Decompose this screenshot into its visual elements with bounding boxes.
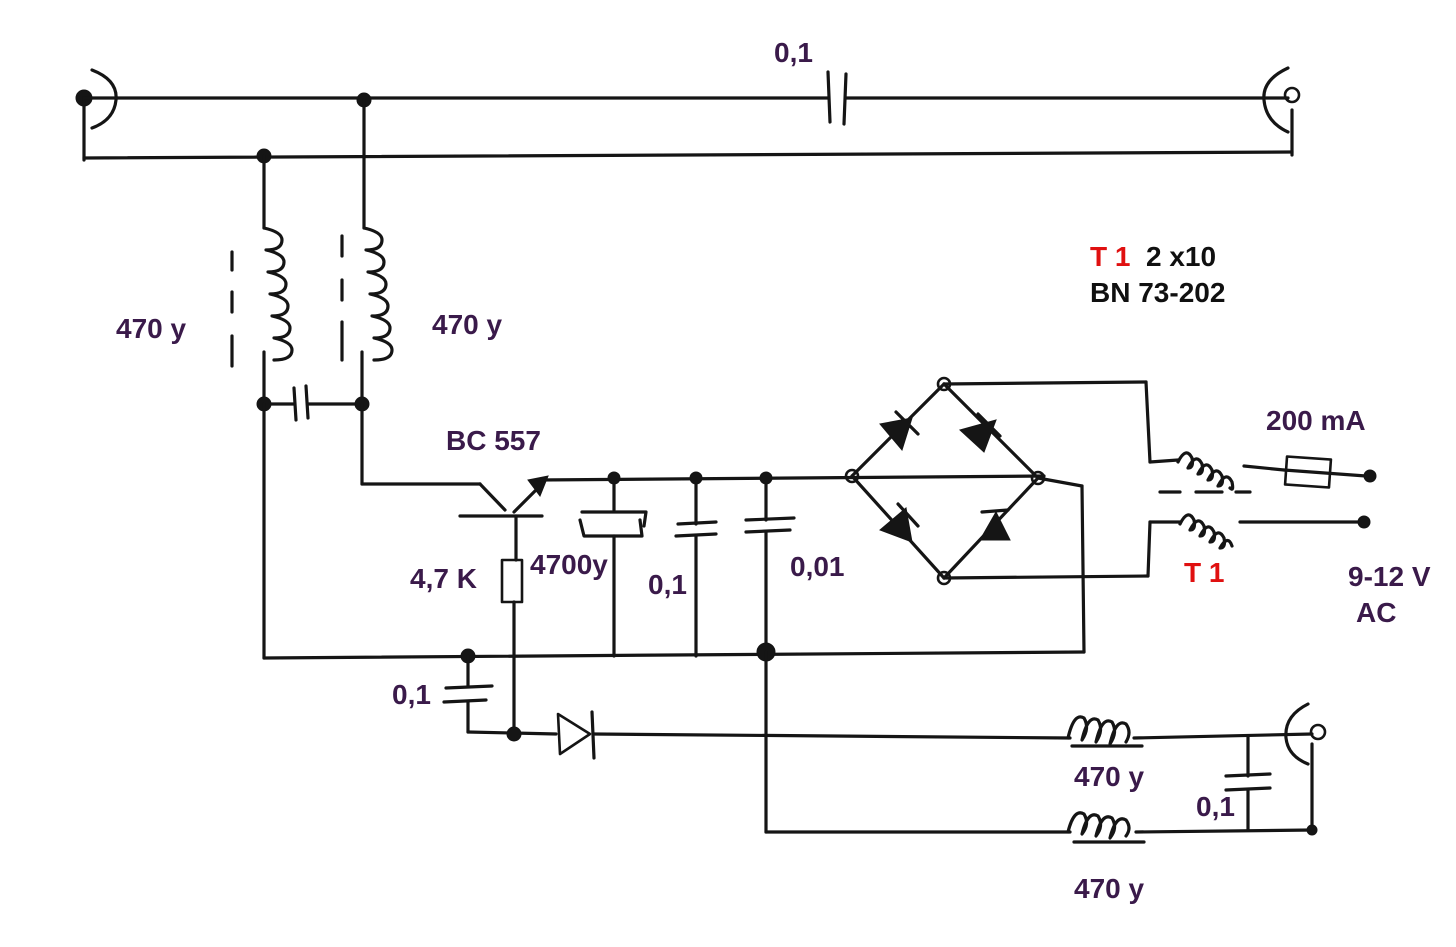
bridge-transformer-wires	[942, 380, 1152, 654]
label-cap-mid1: 0,1	[648, 569, 687, 600]
label-choke-right: 470 y	[432, 309, 502, 340]
capacitor-output-icon	[1224, 734, 1272, 832]
ground-rail-bottom	[262, 650, 1086, 660]
fuse-icon	[1282, 455, 1368, 489]
bridge-rectifier-icon	[844, 376, 1046, 586]
choke-output-bottom-icon	[764, 650, 1314, 844]
ac-input-terminal	[1363, 469, 1377, 483]
input-connector-icon	[75, 68, 118, 162]
output-connector-bottom-icon	[1284, 702, 1327, 836]
choke-left-icon	[230, 154, 294, 406]
output-connector-icon	[1262, 66, 1301, 157]
capacitor-bottom-left-icon	[442, 654, 558, 736]
junction-dot	[689, 471, 703, 485]
capacitor-mid1-icon	[674, 476, 718, 658]
label-ac: AC	[1356, 597, 1396, 628]
capacitor-mid2-icon	[744, 476, 796, 654]
label-cap-bottom-left: 0,1	[392, 679, 431, 710]
label-choke-left: 470 y	[116, 313, 186, 344]
choke-output-top-icon	[1066, 715, 1314, 748]
diode-icon	[556, 710, 1072, 760]
label-voltage: 9-12 V	[1348, 561, 1431, 592]
label-t1-title: T 1	[1090, 241, 1130, 272]
label-cap-out: 0,1	[1196, 791, 1235, 822]
label-cap-top: 0,1	[774, 37, 813, 68]
ac-input-terminal	[1357, 515, 1371, 529]
label-transistor: BC 557	[446, 425, 541, 456]
transformer-icon	[1148, 451, 1364, 550]
transistor-icon	[458, 474, 1046, 562]
label-cap-mid2: 0,01	[790, 551, 845, 582]
junction-dot	[607, 471, 621, 485]
capacitor-top-icon	[826, 70, 848, 126]
label-resistor: 4,7 K	[410, 563, 477, 594]
junction-dot	[506, 726, 522, 742]
capacitor-between-chokes-icon	[262, 384, 364, 422]
resistor-icon	[500, 558, 524, 736]
label-choke-out1: 470 y	[1074, 761, 1144, 792]
label-t1-core: BN 73-202	[1090, 277, 1225, 308]
choke-right-icon	[340, 98, 394, 406]
label-t1-spec: 2 x10	[1146, 241, 1216, 272]
label-choke-out2: 470 y	[1074, 873, 1144, 904]
junction-dot	[759, 471, 773, 485]
label-fuse: 200 mA	[1266, 405, 1366, 436]
label-elko: 4700y	[530, 549, 608, 580]
label-t1: T 1	[1184, 557, 1224, 588]
ground-wire-top	[82, 150, 1294, 160]
